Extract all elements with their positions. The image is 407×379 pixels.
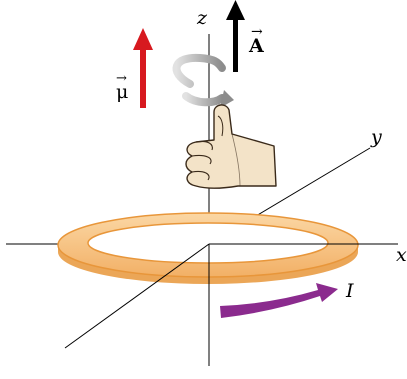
ring-band-bottom (58, 245, 358, 284)
mu-vector-label: μ (116, 81, 128, 103)
y-axis-front (64, 243, 210, 349)
mu-arrow (133, 28, 153, 108)
current-label: I (345, 280, 354, 302)
curved-rotation-arrow-icon (172, 53, 234, 108)
thumbs-up-right-hand-icon (185, 104, 277, 189)
current-arrow (220, 283, 338, 318)
ring-inner-hole (87, 222, 329, 264)
A-vector-overarrow: → (251, 24, 263, 40)
A-vector-label: A (248, 35, 264, 57)
A-arrow (226, 0, 245, 72)
x-axis-label: x (396, 244, 407, 266)
current-loop-ring (57, 212, 359, 284)
z-axis-label: z (196, 7, 208, 29)
y-axis-label: y (370, 126, 382, 148)
mu-vector-overarrow: → (116, 71, 127, 86)
